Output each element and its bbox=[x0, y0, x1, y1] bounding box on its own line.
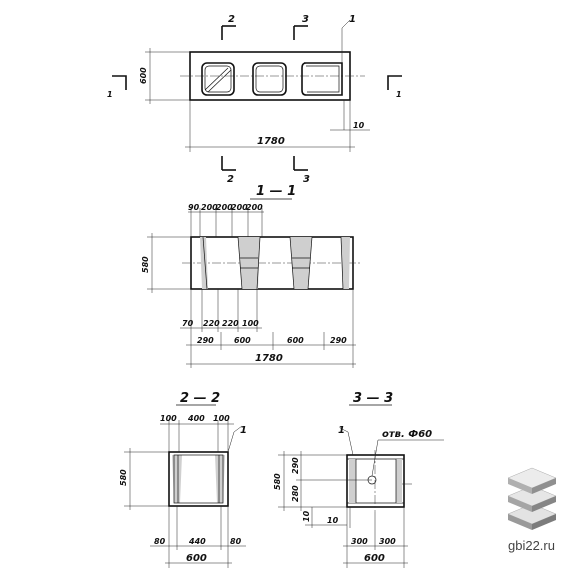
section-3-3: 3 — 3 1 отв. Ф60 580 290 280 10 10 bbox=[273, 391, 444, 568]
section-2-2-total: 600 bbox=[186, 553, 207, 564]
svg-text:1: 1 bbox=[396, 90, 402, 99]
svg-text:300: 300 bbox=[379, 537, 396, 546]
svg-text:100: 100 bbox=[213, 414, 230, 423]
section-2-2-leader: 1 bbox=[240, 425, 247, 436]
plan-leader-1: 1 bbox=[349, 14, 356, 25]
cut-mark-3-bottom: 3 bbox=[303, 174, 310, 185]
section-1-1-title: 1 — 1 bbox=[256, 184, 296, 199]
cut-mark-3-top: 3 bbox=[302, 14, 309, 25]
svg-text:200: 200 bbox=[231, 203, 248, 212]
svg-text:600: 600 bbox=[234, 336, 251, 345]
cut-mark-1-right bbox=[387, 75, 402, 90]
section-2-2-outline bbox=[168, 451, 229, 507]
section-2-2-title: 2 — 2 bbox=[180, 391, 220, 406]
plan-height-label: 600 bbox=[139, 67, 148, 84]
svg-text:440: 440 bbox=[188, 537, 206, 546]
svg-text:80: 80 bbox=[230, 537, 242, 546]
svg-text:290: 290 bbox=[330, 336, 347, 345]
section-1-1-height: 580 bbox=[141, 256, 150, 273]
svg-text:280: 280 bbox=[291, 485, 300, 502]
section-1-1-total: 1780 bbox=[255, 353, 283, 364]
svg-text:70: 70 bbox=[182, 319, 194, 328]
section-2-2: 2 — 2 100 400 100 1 580 80 440 80 600 bbox=[119, 391, 247, 568]
svg-text:220: 220 bbox=[203, 319, 220, 328]
svg-text:220: 220 bbox=[222, 319, 239, 328]
section-3-3-leader: 1 bbox=[338, 425, 345, 436]
svg-text:90: 90 bbox=[188, 203, 200, 212]
plan-hole-2 bbox=[252, 62, 287, 96]
cut-mark-2-top: 2 bbox=[228, 14, 235, 25]
plan-view: 600 1780 10 1 1 2 2 3 3 1 bbox=[107, 14, 402, 185]
svg-text:100: 100 bbox=[160, 414, 177, 423]
watermark: gbi22.ru bbox=[507, 467, 557, 553]
svg-text:200: 200 bbox=[216, 203, 233, 212]
svg-text:200: 200 bbox=[246, 203, 263, 212]
plan-hole-1 bbox=[201, 62, 235, 96]
section-3-3-total: 600 bbox=[364, 553, 385, 564]
plan-edge-label: 10 bbox=[353, 121, 365, 130]
section-3-3-height: 580 bbox=[273, 473, 282, 490]
section-2-2-height: 580 bbox=[119, 469, 128, 486]
svg-text:600: 600 bbox=[287, 336, 304, 345]
svg-text:200: 200 bbox=[201, 203, 218, 212]
cut-mark-1-left bbox=[112, 75, 127, 90]
svg-text:80: 80 bbox=[154, 537, 166, 546]
plan-hole-3 bbox=[301, 62, 343, 96]
svg-text:1: 1 bbox=[107, 90, 113, 99]
svg-text:290: 290 bbox=[291, 457, 300, 474]
section-3-3-hole-note: отв. Ф60 bbox=[382, 429, 432, 440]
section-3-3-edge: 10 bbox=[327, 516, 339, 525]
svg-text:10: 10 bbox=[302, 510, 311, 522]
section-1-1: 1 — 1 90 200 200 200 200 580 bbox=[141, 184, 362, 368]
svg-text:400: 400 bbox=[187, 414, 205, 423]
watermark-text: gbi22.ru bbox=[508, 538, 555, 553]
cut-mark-2-bottom: 2 bbox=[227, 174, 234, 185]
stacked-blocks-logo-icon bbox=[507, 467, 557, 530]
plan-length-label: 1780 bbox=[257, 136, 285, 147]
svg-text:290: 290 bbox=[197, 336, 214, 345]
section-3-3-title: 3 — 3 bbox=[353, 391, 393, 406]
svg-text:300: 300 bbox=[351, 537, 368, 546]
svg-text:100: 100 bbox=[242, 319, 259, 328]
